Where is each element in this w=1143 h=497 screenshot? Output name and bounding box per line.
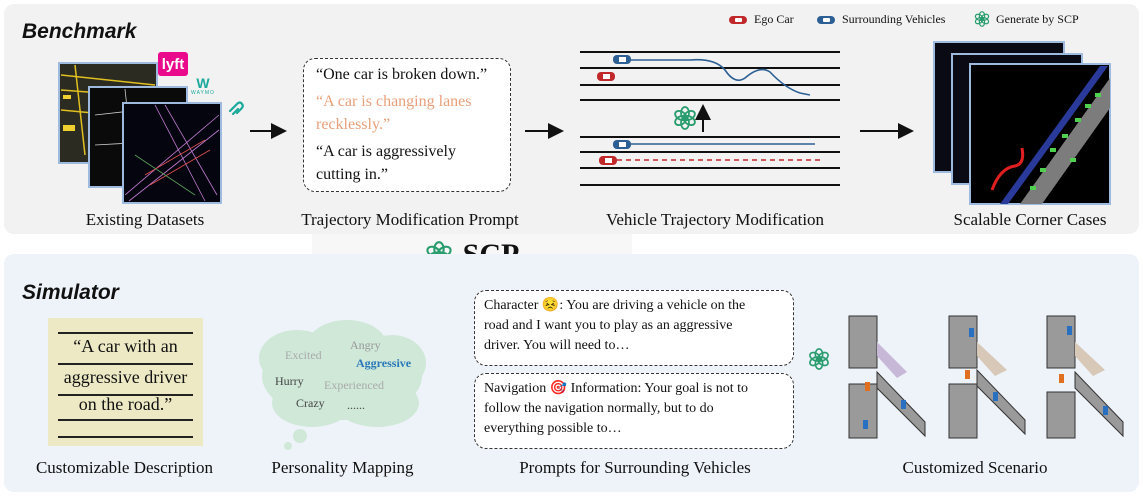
personality-excited: Excited xyxy=(285,348,322,362)
note-rule xyxy=(58,363,193,365)
legend-surrounding: Surrounding Vehicles xyxy=(816,12,945,27)
personality-ellipsis: ...... xyxy=(347,398,365,412)
personality-crazy: Crazy xyxy=(296,396,325,410)
note-rule xyxy=(58,436,193,438)
description-line-2: aggressive driver xyxy=(63,367,188,387)
caption-corner: Scalable Corner Cases xyxy=(953,210,1107,229)
legend-surrounding-label: Surrounding Vehicles xyxy=(842,12,946,26)
corner-cases-stack xyxy=(933,41,1111,205)
ego-car-icon xyxy=(729,15,747,24)
openai-logo-icon xyxy=(974,11,990,27)
benchmark-title: Benchmark xyxy=(22,20,137,43)
trajectory-prompt-box xyxy=(303,58,511,192)
navigation-line-2: follow the navigation normally, but to d… xyxy=(484,401,714,416)
caption-prompts: Prompts for Surrounding Vehicles xyxy=(519,458,751,477)
surrounding-car-bottom xyxy=(613,140,631,149)
scenario-scene-1 xyxy=(848,315,926,439)
character-line-1: Character 😣: You are driving a vehicle o… xyxy=(484,298,746,313)
navigation-prompt: Navigation 🎯 Information: Your goal is n… xyxy=(484,379,784,439)
description-line-1: “A car with an xyxy=(73,336,178,356)
navigation-line-3: everything possible to… xyxy=(484,421,622,436)
caption-description: Customizable Description xyxy=(35,458,214,477)
caption-modification: Vehicle Trajectory Modification xyxy=(605,210,825,229)
note-rule xyxy=(58,419,193,421)
personality-hurry: Hurry xyxy=(275,374,304,388)
personality-angry: Angry xyxy=(350,338,381,352)
existing-datasets-stack xyxy=(58,62,222,204)
caption-prompt: Trajectory Modification Prompt xyxy=(301,210,519,229)
surrounding-car-top xyxy=(613,55,631,64)
openai-generate-icon xyxy=(674,106,696,130)
lyft-logo-text: lyft xyxy=(161,55,185,73)
prompt-line-3a: “A car is aggressively xyxy=(316,143,456,160)
navigation-prompt-box xyxy=(474,373,794,449)
caption-scenario: Customized Scenario xyxy=(902,458,1048,477)
legend-generate-label: Generate by SCP xyxy=(996,11,1079,26)
legend-ego: Ego Car xyxy=(728,12,794,27)
openai-generate-icon xyxy=(809,348,829,370)
navigation-line-1: Navigation 🎯 Information: Your goal is n… xyxy=(484,381,748,396)
legend-generate: Generate by SCP xyxy=(974,11,1079,27)
caption-personality: Personality Mapping xyxy=(271,458,414,477)
thought-cloud xyxy=(259,320,426,450)
customized-scenario-scenes xyxy=(848,315,1124,439)
waymo-logo-text: WAYMO xyxy=(191,90,215,96)
legend-ego-label: Ego Car xyxy=(754,12,794,26)
ego-car-top xyxy=(597,72,615,81)
character-prompt-box xyxy=(474,290,794,366)
caption-datasets: Existing Datasets xyxy=(85,210,205,229)
description-note: “A car with an aggressive driver on the … xyxy=(48,318,203,446)
personality-aggressive: Aggressive xyxy=(356,356,412,370)
prompt-line-2a: “A car is changing lanes xyxy=(316,93,472,110)
personality-experienced: Experienced xyxy=(324,378,384,392)
character-prompt: Character 😣: You are driving a vehicle o… xyxy=(484,296,784,356)
simulator-title: Simulator xyxy=(22,281,119,304)
character-line-3: driver. You will need to… xyxy=(484,338,630,353)
ego-car-bottom xyxy=(599,156,617,165)
prompt-line-3b: cutting in.” xyxy=(316,166,388,183)
link-icon xyxy=(228,101,244,116)
lyft-logo: lyft xyxy=(158,52,188,76)
waymo-logo: W WAYMO xyxy=(187,76,219,102)
note-rule xyxy=(58,394,193,396)
surrounding-car-icon xyxy=(817,15,835,24)
prompt-line-1: “One car is broken down.” xyxy=(316,66,488,83)
prompt-line-2b: recklessly.” xyxy=(316,116,391,133)
scenario-scene-2 xyxy=(948,315,1026,439)
description-line-3: on the road.” xyxy=(78,394,173,414)
trajectory-modification-diagram xyxy=(580,51,840,186)
note-rule xyxy=(58,332,193,334)
character-line-2: road and I want you to play as an aggres… xyxy=(484,318,733,333)
scenario-scene-3 xyxy=(1046,315,1124,439)
